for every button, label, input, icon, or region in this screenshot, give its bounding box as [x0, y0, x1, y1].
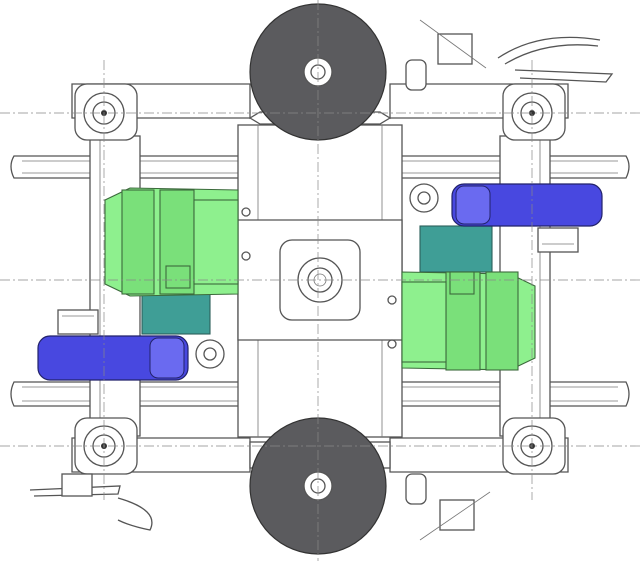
- axle-box-top-left: [74, 83, 138, 141]
- axle-box-top-right: [502, 83, 566, 141]
- current-collector-bottom-left: [29, 473, 153, 531]
- current-collector-top-right: [405, 19, 614, 91]
- brake-unit-right: [409, 183, 603, 253]
- current-collector-bottom-right: [405, 473, 491, 541]
- traction-motor-right: [387, 225, 536, 371]
- brake-unit-left: [37, 309, 225, 381]
- traction-motor-left: [104, 187, 251, 335]
